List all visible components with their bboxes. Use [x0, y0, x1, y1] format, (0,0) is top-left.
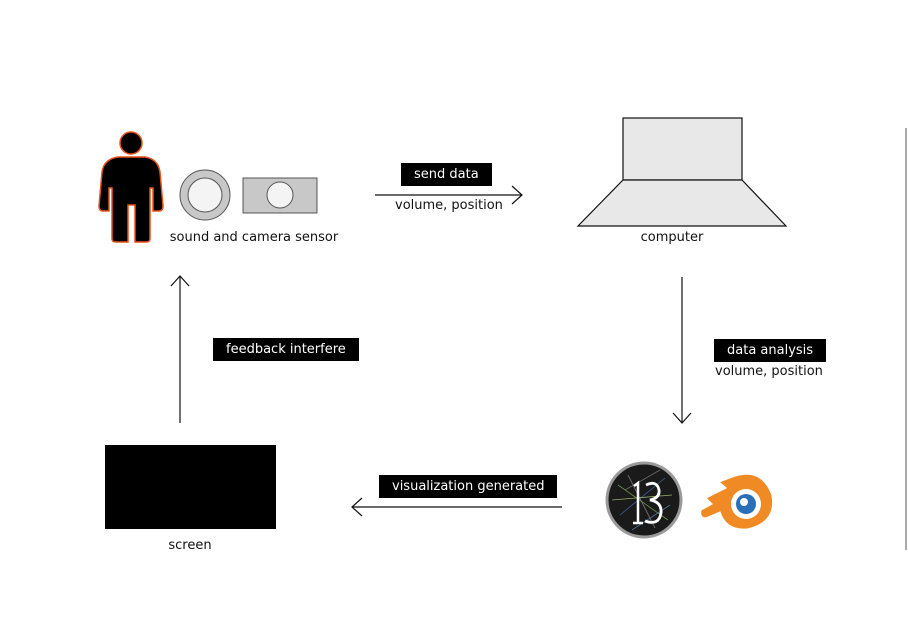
- screen-caption: screen: [168, 538, 212, 553]
- blender-logo-icon: [699, 473, 774, 530]
- sound-sensor-icon: [179, 169, 231, 221]
- screen-display: [105, 445, 276, 529]
- arrow-visualization: [351, 497, 562, 517]
- feedback-tag: feedback interfere: [213, 338, 359, 361]
- visualization-tag: visualization generated: [379, 475, 558, 498]
- arrow-send-data: [375, 185, 523, 205]
- data-analysis-tag: data analysis: [714, 339, 827, 362]
- send-data-tag: send data: [401, 163, 492, 186]
- sensor-caption: sound and camera sensor: [169, 230, 339, 245]
- person-icon: [98, 131, 164, 243]
- data-analysis-sub: volume, position: [715, 364, 823, 379]
- laptop-icon: [576, 117, 788, 227]
- arrow-feedback: [170, 275, 190, 423]
- arrow-data-analysis: [672, 277, 692, 424]
- camera-sensor-icon: [242, 177, 318, 214]
- computer-caption: computer: [640, 230, 704, 245]
- processing-logo-icon: [605, 461, 683, 539]
- send-data-sub: volume, position: [395, 198, 503, 213]
